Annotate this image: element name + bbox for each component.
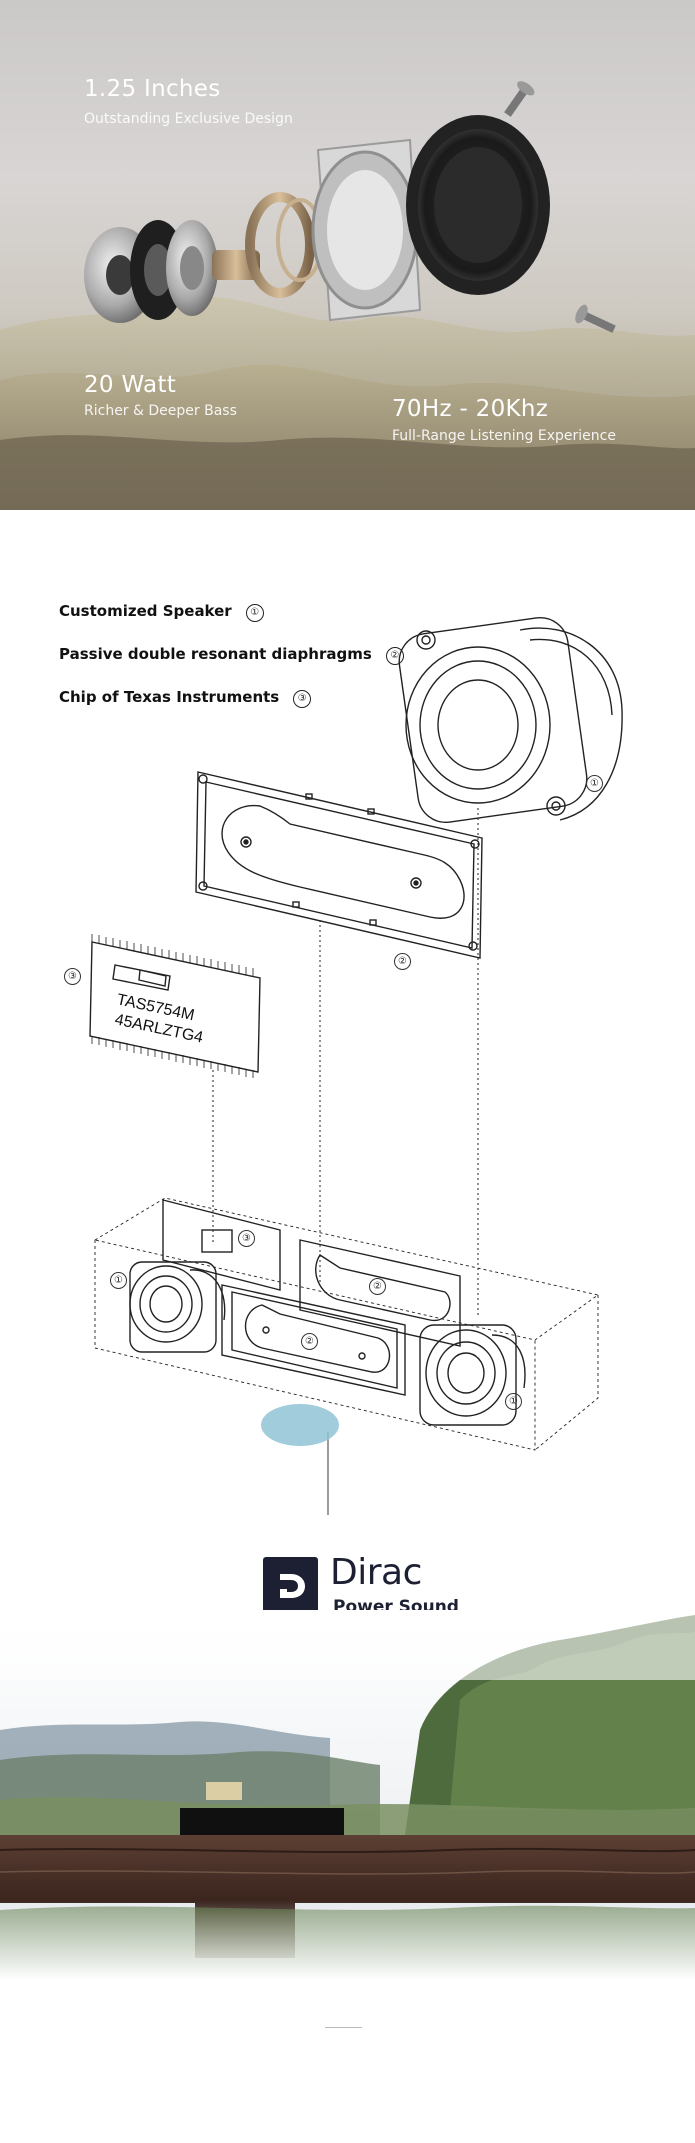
- component-label-speaker: Customized Speaker ①: [59, 602, 264, 622]
- spec-power-subtitle: Richer & Deeper Bass: [84, 403, 237, 419]
- marker-diaphragm: ②: [394, 953, 411, 970]
- spec-size-title: 1.25 Inches: [84, 76, 221, 102]
- component-number: ③: [293, 690, 312, 708]
- component-number: ②: [385, 647, 404, 665]
- spec-power-title: 20 Watt: [84, 372, 177, 398]
- component-label-diaphragm: Passive double resonant diaphragms ②: [59, 645, 404, 665]
- marker-chip: ③: [64, 968, 81, 985]
- speaker-unit-drawing: [398, 617, 623, 823]
- hero-illustration: [0, 81, 695, 510]
- marker-diaphragm-back: ②: [369, 1278, 386, 1295]
- component-label-text: Customized Speaker: [59, 602, 232, 620]
- assembled-drawing: [129, 1199, 526, 1426]
- component-number: ①: [245, 604, 264, 622]
- component-label-text: Passive double resonant diaphragms: [59, 645, 372, 663]
- marker-diaphragm-front: ②: [301, 1333, 318, 1350]
- dirac-logo-mark: [263, 1557, 318, 1615]
- landscape-illustration: [0, 1610, 695, 1980]
- spec-frequency-title: 70Hz - 20Khz: [392, 396, 549, 422]
- footer-divider: [325, 2027, 362, 2028]
- wooden-rail: [0, 1835, 695, 1903]
- diaphragm-panel-drawing: [195, 771, 483, 959]
- hero-banner: 1.25 Inches Outstanding Exclusive Design…: [0, 0, 695, 510]
- accent-shadow: [261, 1404, 339, 1446]
- marker-chip-assembled: ③: [238, 1230, 255, 1247]
- spec-size-subtitle: Outstanding Exclusive Design: [84, 111, 293, 127]
- product-speaker: [180, 1808, 344, 1838]
- marker-speaker-right: ①: [505, 1393, 522, 1410]
- component-label-chip: Chip of Texas Instruments ③: [59, 688, 312, 708]
- exploded-line-diagram: TAS5754M 45ARLZTG4: [89, 617, 623, 1515]
- dirac-d-icon: [280, 1574, 305, 1598]
- landscape-scene: [0, 1610, 695, 1980]
- spec-frequency-subtitle: Full-Range Listening Experience: [392, 428, 616, 444]
- marker-speaker-left: ①: [110, 1272, 127, 1289]
- brand-name: Dirac: [330, 1552, 422, 1593]
- component-label-text: Chip of Texas Instruments: [59, 688, 280, 706]
- marker-speaker: ①: [586, 775, 603, 792]
- chip-drawing: [89, 934, 261, 1078]
